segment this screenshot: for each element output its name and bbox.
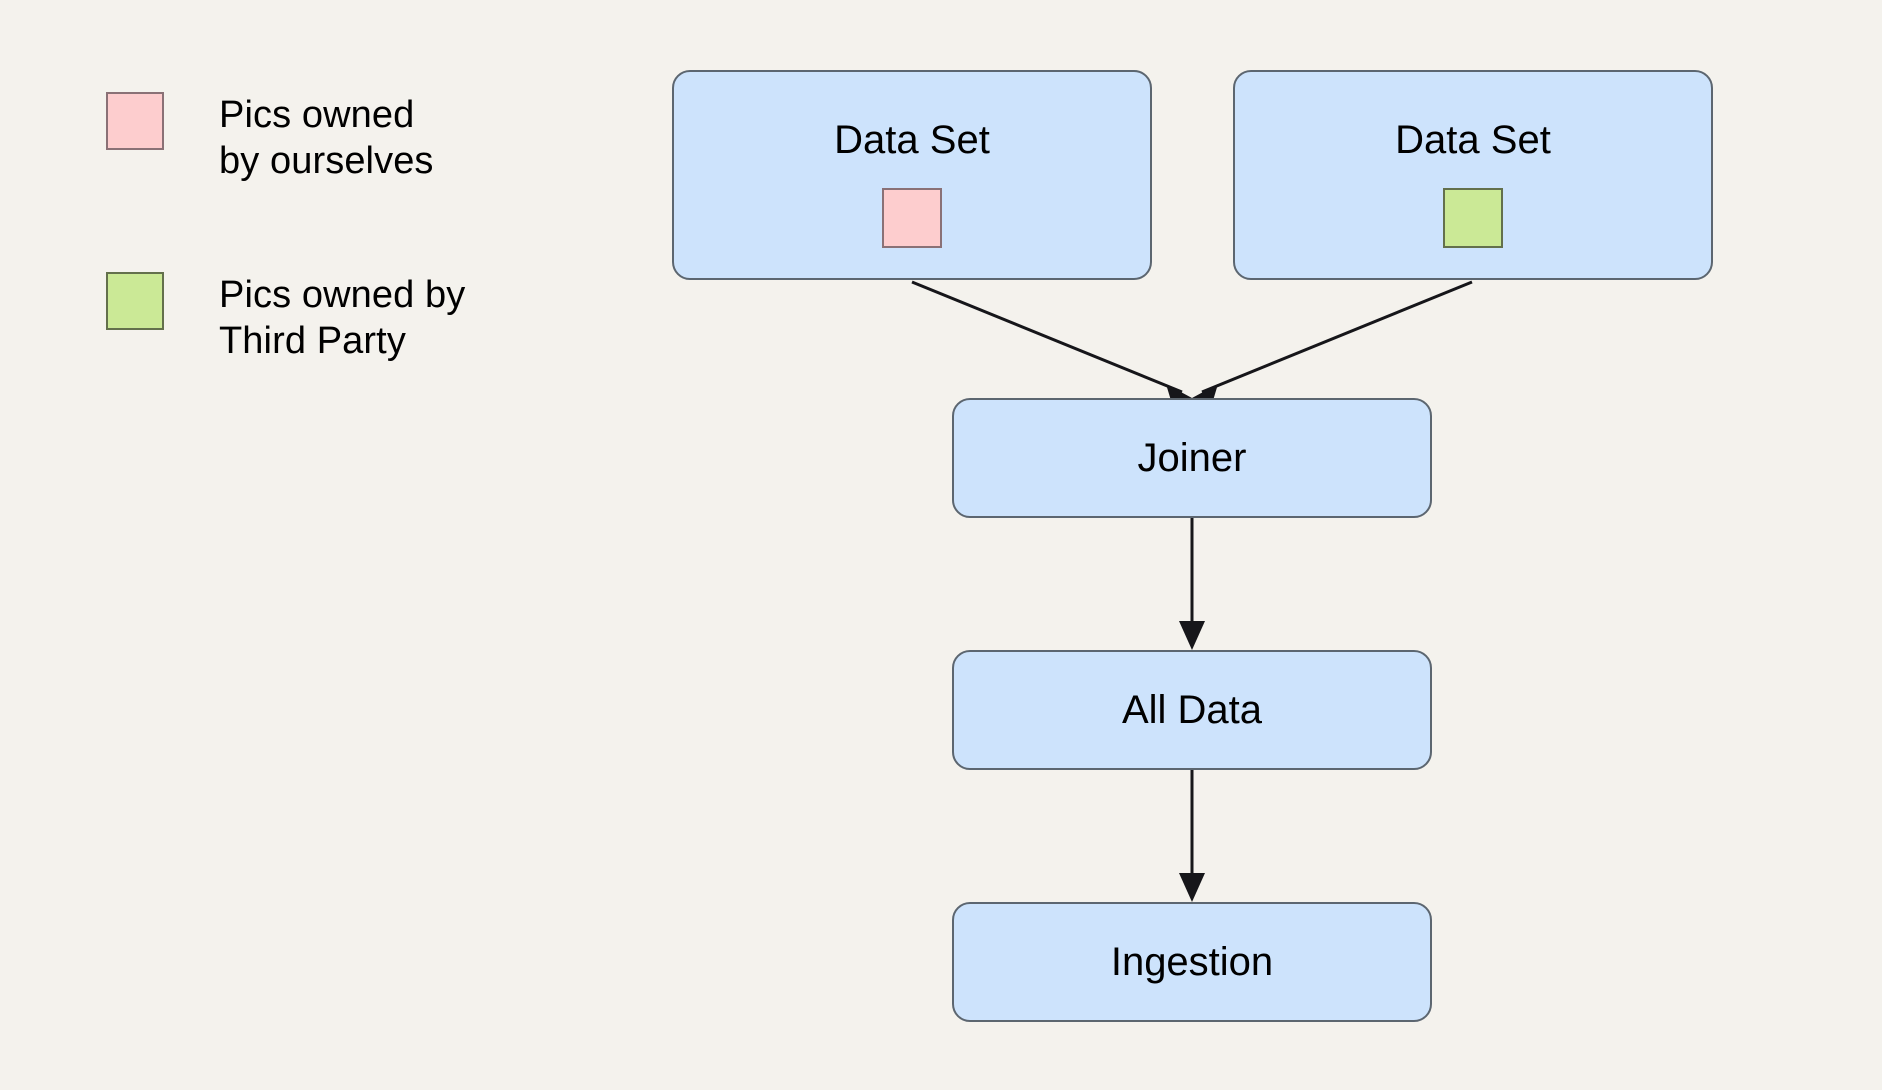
node-all-data-label: All Data bbox=[1121, 688, 1263, 732]
node-joiner-label: Joiner bbox=[1137, 436, 1247, 480]
node-joiner[interactable]: Joiner bbox=[952, 398, 1432, 518]
legend-label-owned-by-ourselves: Pics owned by ourselves bbox=[219, 94, 434, 183]
node-dataset-right[interactable]: Data Set bbox=[1233, 70, 1713, 280]
legend-swatch-owned-by-third-party bbox=[106, 272, 164, 330]
node-dataset-left-swatch bbox=[882, 188, 942, 248]
edge-joiner-to-all-data bbox=[1179, 518, 1205, 650]
node-ingestion-label: Ingestion bbox=[1110, 940, 1274, 984]
node-ingestion[interactable]: Ingestion bbox=[952, 902, 1432, 1022]
legend-label-owned-by-third-party: Pics owned by Third Party bbox=[219, 274, 466, 363]
legend-item-owned-by-third-party: Pics owned by Third Party bbox=[106, 272, 465, 365]
node-dataset-left[interactable]: Data Set bbox=[672, 70, 1152, 280]
node-dataset-left-label: Data Set bbox=[834, 118, 990, 162]
node-all-data[interactable]: All Data bbox=[952, 650, 1432, 770]
edge-dataset-left-to-joiner bbox=[911, 280, 1192, 404]
edge-dataset-right-to-joiner bbox=[1192, 280, 1473, 404]
legend-swatch-owned-by-ourselves bbox=[106, 92, 164, 150]
node-dataset-right-swatch bbox=[1443, 188, 1503, 248]
legend-item-owned-by-ourselves: Pics owned by ourselves bbox=[106, 92, 434, 185]
node-dataset-right-label: Data Set bbox=[1395, 118, 1551, 162]
edge-all-data-to-ingestion bbox=[1179, 770, 1205, 902]
